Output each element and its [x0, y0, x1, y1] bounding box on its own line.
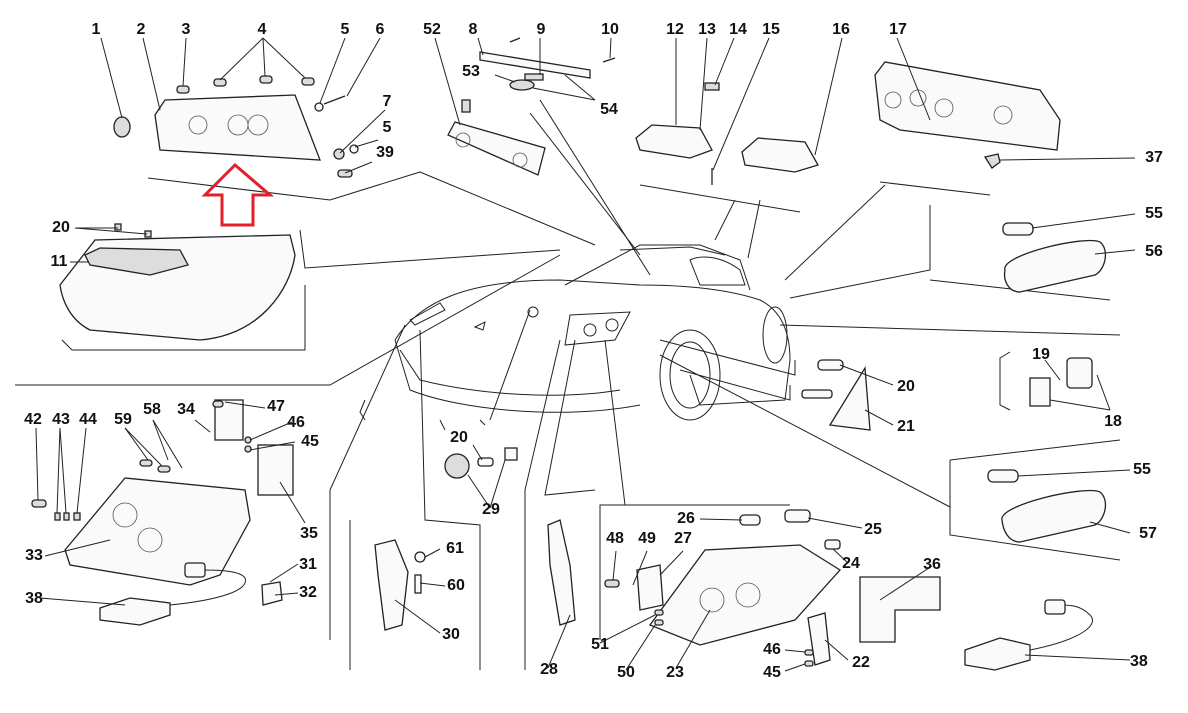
- callout-57: 57: [1139, 525, 1157, 542]
- callout-28: 28: [540, 661, 558, 678]
- callout-29: 29: [482, 501, 500, 518]
- callout-39: 39: [376, 144, 394, 161]
- headlight-right-part: [648, 544, 842, 646]
- ballast-right-part: [964, 637, 1031, 671]
- callout-45-left: 45: [301, 433, 319, 450]
- callout-13: 13: [698, 21, 716, 38]
- courtesy-light-left-part: [635, 124, 713, 159]
- callout-23: 23: [666, 664, 684, 681]
- interior-light-part: [84, 247, 189, 276]
- callout-46-right: 46: [763, 641, 781, 658]
- callout-18: 18: [1104, 413, 1122, 430]
- callout-44: 44: [79, 411, 97, 428]
- bulb-holder-part: [1029, 377, 1051, 407]
- callout-43: 43: [52, 411, 70, 428]
- callout-30: 30: [442, 626, 460, 643]
- callout-6: 6: [375, 21, 385, 38]
- callout-59: 59: [114, 411, 132, 428]
- callout-60: 60: [447, 577, 465, 594]
- callout-34: 34: [177, 401, 195, 418]
- callout-31: 31: [299, 556, 317, 573]
- grommet-part: [113, 116, 131, 138]
- leader-lines: [35, 37, 1136, 672]
- callout-19: 19: [1032, 346, 1050, 363]
- callout-54: 54: [600, 101, 618, 118]
- foam-pad-part: [859, 576, 941, 643]
- highlight-arrow-icon: [201, 162, 275, 227]
- bulb-socket-part: [444, 453, 470, 479]
- callout-20-reflector: 20: [897, 378, 915, 395]
- callout-50: 50: [617, 664, 635, 681]
- callout-25: 25: [864, 521, 882, 538]
- callout-37: 37: [1145, 149, 1163, 166]
- callout-22: 22: [852, 654, 870, 671]
- callout-32: 32: [299, 584, 317, 601]
- washer-jet-right-part: [547, 519, 576, 626]
- callout-11: 11: [50, 253, 68, 270]
- callout-10: 10: [601, 21, 619, 38]
- callout-20-socket: 20: [450, 429, 468, 446]
- callout-45-right: 45: [763, 664, 781, 681]
- callout-3: 3: [181, 21, 191, 38]
- callout-56: 56: [1145, 243, 1163, 260]
- callout-38-right: 38: [1130, 653, 1148, 670]
- callout-51: 51: [591, 636, 609, 653]
- car-outline: [394, 244, 791, 421]
- side-marker-front-part: [1003, 240, 1107, 293]
- callout-42: 42: [24, 411, 42, 428]
- callout-55-bottom: 55: [1133, 461, 1151, 478]
- callout-33: 33: [25, 547, 43, 564]
- callout-1: 1: [91, 21, 101, 38]
- side-marker-rear-part: [1001, 489, 1107, 543]
- ballast-left-part: [99, 597, 171, 626]
- callout-36: 36: [923, 556, 941, 573]
- callout-55-top: 55: [1145, 205, 1163, 222]
- headlight-left-part: [64, 477, 251, 586]
- callout-58: 58: [143, 401, 161, 418]
- callout-47: 47: [267, 398, 285, 415]
- callout-53: 53: [462, 63, 480, 80]
- washer-jet-left-part: [374, 539, 409, 631]
- tail-light-right-part: [874, 61, 1061, 151]
- callout-48: 48: [606, 530, 624, 547]
- callout-26: 26: [677, 510, 695, 527]
- callout-38-left: 38: [25, 590, 43, 607]
- callout-35: 35: [300, 525, 318, 542]
- callout-21: 21: [897, 418, 915, 435]
- reflector-part: [828, 365, 871, 431]
- callout-49: 49: [638, 530, 656, 547]
- callout-46-left: 46: [287, 414, 305, 431]
- callout-12: 12: [666, 21, 684, 38]
- light-strip-part: [479, 51, 591, 79]
- callout-7: 7: [382, 93, 392, 110]
- callout-52: 52: [423, 21, 441, 38]
- callout-4: 4: [257, 21, 267, 38]
- callout-61: 61: [446, 540, 464, 557]
- callout-15: 15: [762, 21, 780, 38]
- callout-17: 17: [889, 21, 907, 38]
- callout-16: 16: [832, 21, 850, 38]
- tail-light-housing-part: [154, 94, 321, 161]
- callout-24: 24: [842, 555, 860, 572]
- callout-5-lower: 5: [382, 119, 392, 136]
- callout-8: 8: [468, 21, 478, 38]
- clip-parts: [176, 75, 315, 94]
- callout-20-interior: 20: [52, 219, 70, 236]
- callout-27: 27: [674, 530, 692, 547]
- switch-panel-part: [447, 121, 546, 176]
- callout-9: 9: [536, 21, 546, 38]
- courtesy-light-right-part: [741, 137, 819, 173]
- callout-14: 14: [729, 21, 747, 38]
- bracket-right-part: [636, 564, 664, 611]
- callout-2: 2: [136, 21, 146, 38]
- callout-5: 5: [340, 21, 350, 38]
